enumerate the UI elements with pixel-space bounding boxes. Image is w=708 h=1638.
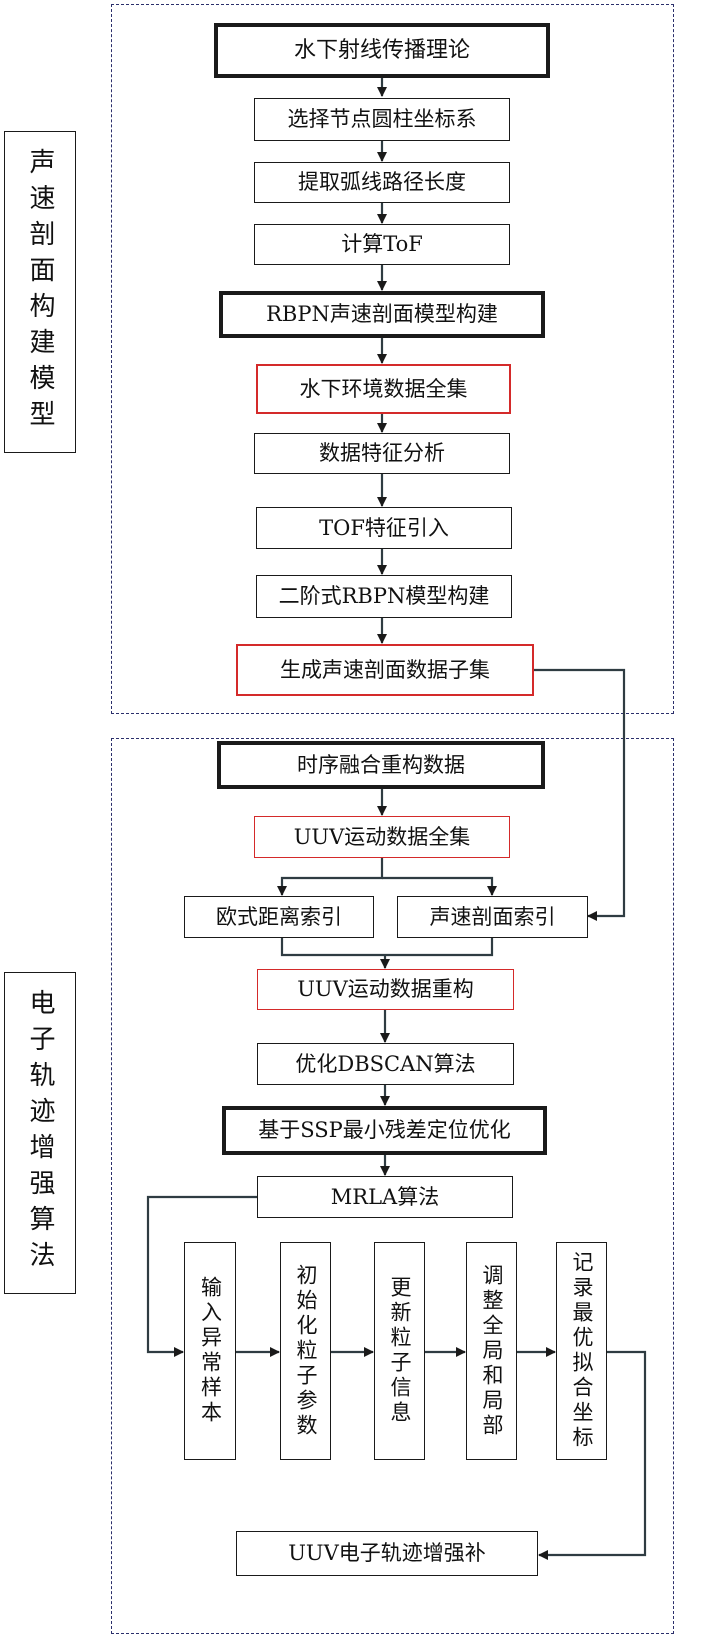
box-uuv-reconstruct-text: UUV运动数据重构 (297, 977, 474, 1001)
step-2-text: 初始化粒子参数 (294, 1263, 318, 1439)
box-dbscan: 优化DBSCAN算法 (257, 1043, 514, 1085)
box-euclid-index-text: 欧式距离索引 (216, 904, 342, 929)
box-ssp-optimization-text: 基于SSP最小残差定位优化 (258, 1118, 511, 1142)
step-4-text: 调整全局和局部 (480, 1263, 504, 1439)
arrow-result (538, 1350, 647, 1560)
box-uuv-trajectory-result: UUV电子轨迹增强补 (236, 1531, 538, 1576)
box-underwater-ray-theory-text: 水下射线传播理论 (293, 37, 470, 63)
box-env-dataset-text: 水下环境数据全集 (299, 376, 468, 401)
arrow-split-right (382, 876, 497, 896)
box-rbpn-build: RBPN声速剖面模型构建 (219, 291, 545, 338)
box-tof-feature: TOF特征引入 (256, 507, 512, 549)
merge-line (280, 938, 494, 957)
box-compute-tof-text: 计算ToF (341, 232, 423, 256)
box-ssp-index: 声速剖面索引 (397, 896, 588, 938)
box-mrla-text: MRLA算法 (330, 1184, 440, 1209)
box-time-fusion-text: 时序融合重构数据 (297, 752, 465, 777)
side-label-top-text: 声速剖面构建模型 (25, 148, 55, 436)
box-mrla: MRLA算法 (257, 1176, 513, 1218)
arrow-split-left (277, 858, 384, 896)
box-env-dataset: 水下环境数据全集 (256, 364, 511, 414)
step-1-text: 输入异常样本 (198, 1276, 223, 1426)
box-ssp-subset-text: 生成声速剖面数据子集 (280, 657, 490, 682)
box-tof-feature-text: TOF特征引入 (319, 515, 449, 540)
step-input-anomaly: 输入异常样本 (184, 1242, 236, 1460)
box-euclid-index: 欧式距离索引 (184, 896, 374, 938)
step-init-particles: 初始化粒子参数 (280, 1242, 331, 1460)
box-uuv-reconstruct: UUV运动数据重构 (257, 969, 514, 1010)
side-label-bottom-text: 电子轨迹增强算法 (25, 989, 55, 1277)
region-trajectory (111, 738, 674, 1634)
region-sound-speed (111, 4, 674, 714)
side-label-trajectory-algorithm: 电子轨迹增强算法 (4, 972, 76, 1294)
step-update-particles: 更新粒子信息 (374, 1242, 425, 1460)
box-uuv-dataset: UUV运动数据全集 (254, 816, 510, 858)
box-uuv-trajectory-result-text: UUV电子轨迹增强补 (288, 1541, 486, 1565)
box-two-stage-rbpn: 二阶式RBPN模型构建 (256, 575, 512, 618)
box-ssp-index-text: 声速剖面索引 (429, 904, 556, 929)
box-ssp-subset: 生成声速剖面数据子集 (236, 644, 534, 696)
arrow-ssp-link (534, 668, 626, 921)
box-cylindrical-coords: 选择节点圆柱坐标系 (254, 98, 510, 141)
box-uuv-dataset-text: UUV运动数据全集 (293, 824, 471, 849)
box-cylindrical-coords-text: 选择节点圆柱坐标系 (287, 107, 477, 131)
step-adjust-global-local: 调整全局和局部 (466, 1242, 517, 1460)
box-two-stage-rbpn-text: 二阶式RBPN模型构建 (278, 584, 490, 608)
box-compute-tof: 计算ToF (254, 224, 510, 265)
box-feature-analysis-text: 数据特征分析 (319, 441, 445, 465)
side-label-sound-speed-model: 声速剖面构建模型 (4, 131, 76, 453)
box-ssp-optimization: 基于SSP最小残差定位优化 (222, 1106, 547, 1155)
arrow-mrla-input (146, 1195, 257, 1357)
box-feature-analysis: 数据特征分析 (254, 433, 510, 474)
step-3-text: 更新粒子信息 (388, 1276, 412, 1426)
box-dbscan-text: 优化DBSCAN算法 (295, 1051, 476, 1076)
box-arc-length-text: 提取弧线路径长度 (298, 170, 466, 194)
step-record-best-fit: 记录最优拟合坐标 (556, 1242, 607, 1460)
box-arc-length: 提取弧线路径长度 (254, 162, 510, 203)
box-underwater-ray-theory: 水下射线传播理论 (214, 23, 550, 78)
box-time-fusion: 时序融合重构数据 (217, 741, 545, 789)
step-5-text: 记录最优拟合坐标 (570, 1251, 594, 1451)
box-rbpn-build-text: RBPN声速剖面模型构建 (266, 302, 498, 326)
